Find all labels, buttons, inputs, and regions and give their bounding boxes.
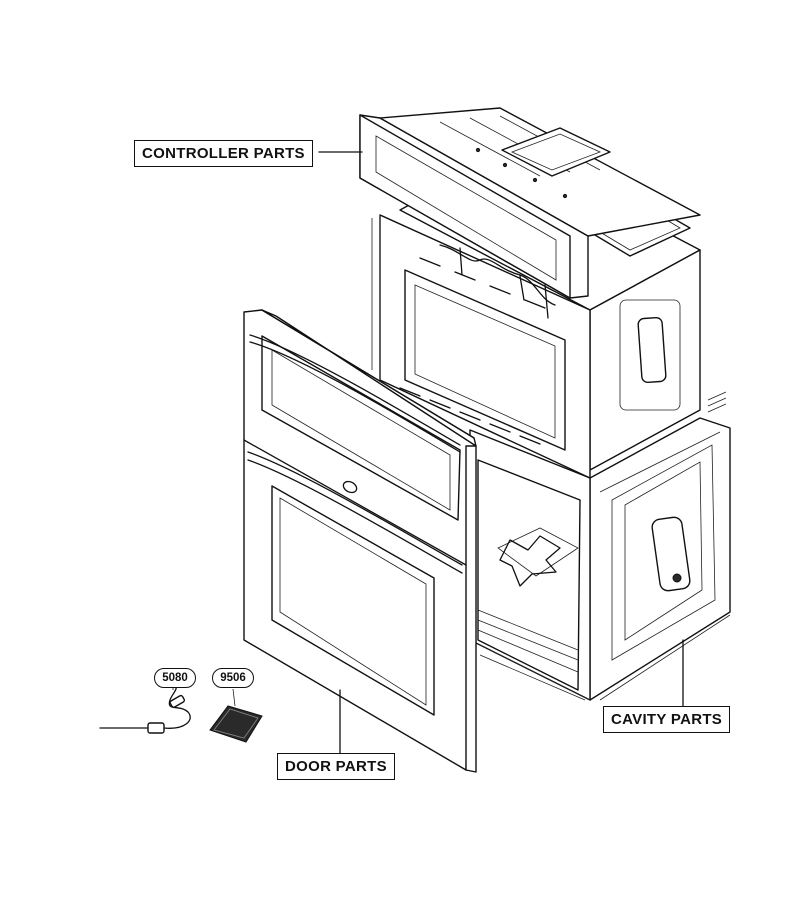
temperature-probe bbox=[99, 683, 191, 734]
lg-logo-icon bbox=[342, 480, 358, 494]
part-number-probe[interactable]: 5080 bbox=[154, 668, 196, 688]
rubber-pad bbox=[209, 688, 263, 743]
leader-lines bbox=[318, 151, 684, 754]
door-assembly bbox=[243, 309, 477, 773]
controller-parts-label[interactable]: CONTROLLER PARTS bbox=[134, 140, 313, 167]
cavity-parts-label[interactable]: CAVITY PARTS bbox=[603, 706, 731, 733]
door-parts-label[interactable]: DOOR PARTS bbox=[277, 753, 395, 780]
part-number-pad[interactable]: 9506 bbox=[212, 668, 254, 688]
control-panel bbox=[359, 107, 701, 299]
